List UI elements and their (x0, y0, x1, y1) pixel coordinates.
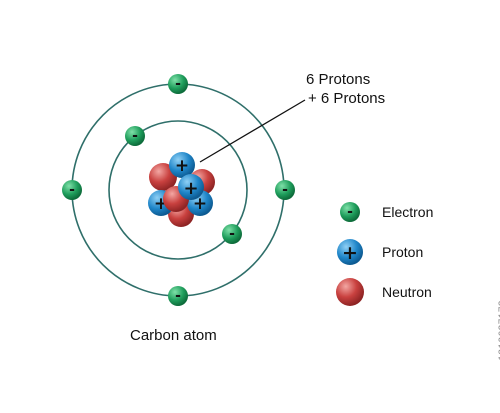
electron-icon: - (340, 202, 360, 222)
legend-item-neutron: Neutron (336, 278, 432, 306)
svg-text:-: - (175, 288, 181, 304)
neutron-icon (336, 278, 364, 306)
legend-label-electron: Electron (382, 204, 433, 220)
nucleus: + + + + (148, 152, 215, 227)
legend-label-proton: Proton (382, 244, 423, 260)
callout-line (199, 99, 306, 163)
legend-label-neutron: Neutron (382, 284, 432, 300)
callout-line2: + 6 Protons (308, 90, 385, 107)
svg-text:-: - (132, 128, 138, 144)
proton-icon: + (337, 239, 363, 265)
electron: - (125, 126, 145, 146)
svg-text:-: - (175, 76, 181, 92)
diagram-title: Carbon atom (130, 327, 217, 344)
svg-text:+: + (342, 242, 358, 264)
svg-text:-: - (347, 204, 353, 220)
electron: - (275, 180, 295, 200)
proton: + (169, 152, 195, 178)
legend-item-electron: - Electron (340, 202, 433, 222)
svg-text:-: - (229, 226, 235, 242)
electron: - (168, 74, 188, 94)
electron: - (62, 180, 82, 200)
callout-line1: 6 Protons (306, 71, 370, 88)
svg-text:+: + (175, 156, 189, 176)
legend-item-proton: + Proton (337, 239, 423, 265)
electron: - (168, 286, 188, 306)
watermark-strip: 1310627173 (484, 0, 500, 413)
legend: - Electron + Proton Neutron (336, 202, 433, 306)
proton: + (178, 174, 204, 200)
electron: - (222, 224, 242, 244)
svg-text:-: - (282, 182, 288, 198)
inner-orbit (108, 120, 248, 260)
svg-text:+: + (193, 194, 207, 214)
svg-text:+: + (183, 178, 198, 199)
svg-text:-: - (69, 182, 75, 198)
